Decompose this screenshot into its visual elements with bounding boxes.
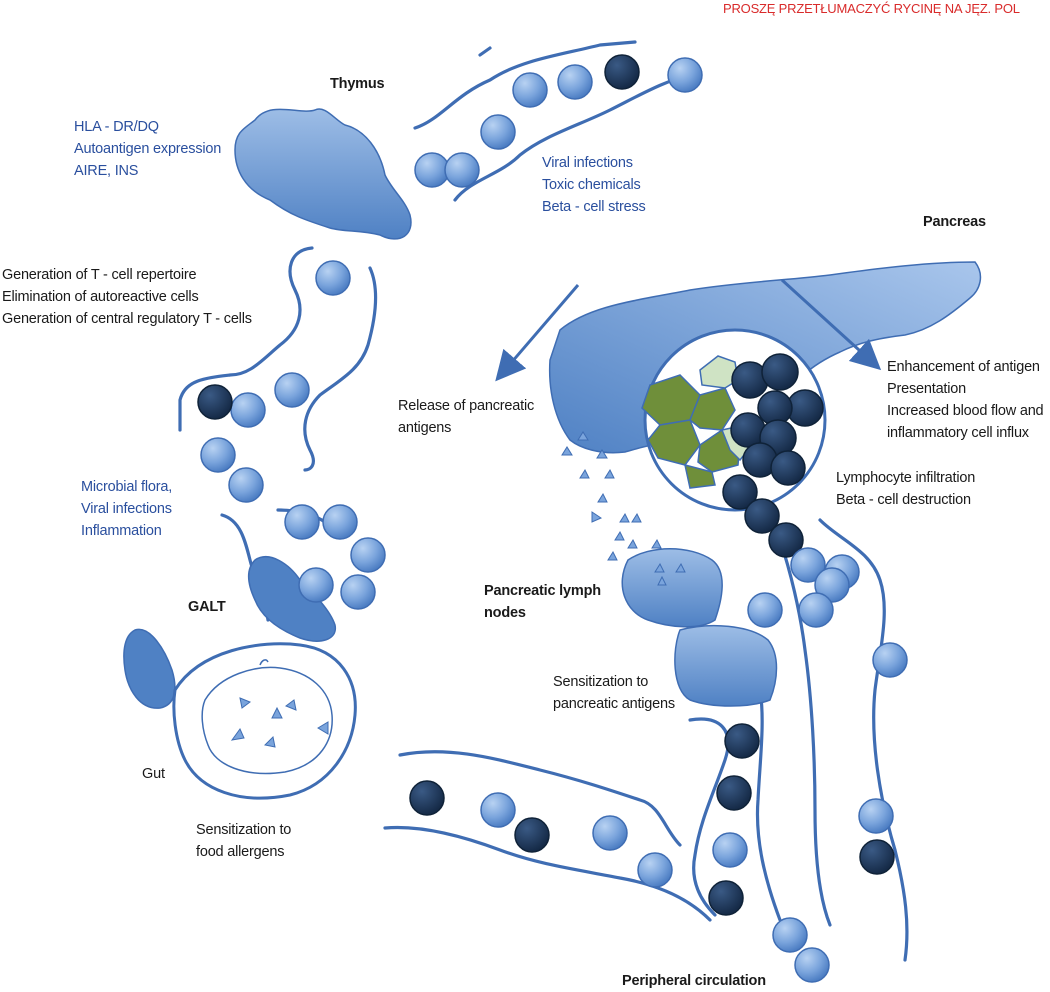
note-line: Autoantigen expression bbox=[74, 141, 222, 157]
thymus-factors-note: HLA - DR/DQ Autoantigen expression AIRE,… bbox=[74, 116, 221, 182]
note-line: Toxic chemicals bbox=[542, 177, 641, 193]
lymphocytes bbox=[200, 57, 908, 983]
note-line: Generation of T - cell repertoire bbox=[2, 267, 197, 283]
pancreas-effects-note: Enhancement of antigen Presentation Incr… bbox=[887, 356, 1044, 444]
note-line: Lymphocyte infiltration bbox=[836, 470, 976, 486]
environmental-triggers-note: Viral infections Toxic chemicals Beta - … bbox=[542, 152, 646, 218]
food-antigens bbox=[230, 697, 329, 748]
note-line: Sensitization to bbox=[553, 674, 649, 690]
note-line: inflammatory cell influx bbox=[887, 425, 1029, 441]
note-line: Microbial flora, bbox=[81, 479, 173, 495]
note-line: Enhancement of antigen bbox=[887, 359, 1040, 375]
pancreas-label: Pancreas bbox=[923, 214, 986, 230]
islet-cells bbox=[641, 355, 753, 489]
note-line: Presentation bbox=[887, 381, 967, 397]
note-line: Generation of central regulatory T - cel… bbox=[2, 311, 252, 327]
label-line: Pancreatic lymph bbox=[484, 583, 601, 599]
lymph-node-effect-note: Sensitization to pancreatic antigens bbox=[553, 671, 675, 715]
gut-triggers-note: Microbial flora, Viral infections Inflam… bbox=[81, 476, 172, 542]
note-line: Release of pancreatic bbox=[398, 398, 535, 414]
thymus-function-note: Generation of T - cell repertoire Elimin… bbox=[2, 264, 252, 330]
note-line: pancreatic antigens bbox=[553, 696, 675, 712]
label-line: nodes bbox=[484, 605, 526, 621]
gut-lumen bbox=[172, 642, 357, 800]
thymus-label: Thymus bbox=[330, 76, 385, 92]
thymus-organ bbox=[234, 108, 412, 240]
note-line: HLA - DR/DQ bbox=[74, 119, 159, 135]
gut-effect-note: Sensitization to food allergens bbox=[196, 819, 291, 863]
arrows bbox=[495, 278, 882, 382]
note-line: Viral infections bbox=[81, 501, 172, 517]
infiltrating-lymphocytes-islet bbox=[722, 353, 824, 558]
note-line: Sensitization to bbox=[196, 822, 292, 838]
peripheral-circulation-label: Peripheral circulation bbox=[622, 973, 766, 989]
note-line: Beta - cell stress bbox=[542, 199, 646, 215]
note-line: Elimination of autoreactive cells bbox=[2, 289, 199, 305]
pancreatic-lymph-node-1 bbox=[621, 548, 723, 628]
antigen-release-note: Release of pancreatic antigens bbox=[398, 395, 534, 439]
note-line: Increased blood flow and bbox=[887, 403, 1044, 419]
pancreatic-lymph-node-2 bbox=[674, 624, 778, 707]
translation-request-note: PROSZĘ PRZETŁUMACZYĆ RYCINĘ NA JĘZ. POL bbox=[723, 1, 1020, 16]
islet-attack-note: Lymphocyte infiltration Beta - cell dest… bbox=[836, 467, 975, 511]
gut-label: Gut bbox=[142, 766, 165, 782]
note-line: food allergens bbox=[196, 844, 285, 860]
note-line: AIRE, INS bbox=[74, 163, 139, 179]
blood-vessels bbox=[178, 40, 909, 962]
pancreatic-antigens bbox=[561, 431, 662, 561]
note-line: Viral infections bbox=[542, 155, 633, 171]
pancreatic-lymph-nodes-label: Pancreatic lymph nodes bbox=[484, 580, 601, 624]
galt-label: GALT bbox=[188, 599, 226, 615]
galt-organ bbox=[247, 556, 336, 642]
note-line: antigens bbox=[398, 420, 452, 436]
note-line: Beta - cell destruction bbox=[836, 492, 971, 508]
note-line: Inflammation bbox=[81, 523, 162, 539]
galt-patch bbox=[123, 628, 176, 709]
lymph-node-antigens bbox=[654, 562, 686, 586]
activated-lymphocytes bbox=[197, 54, 895, 916]
